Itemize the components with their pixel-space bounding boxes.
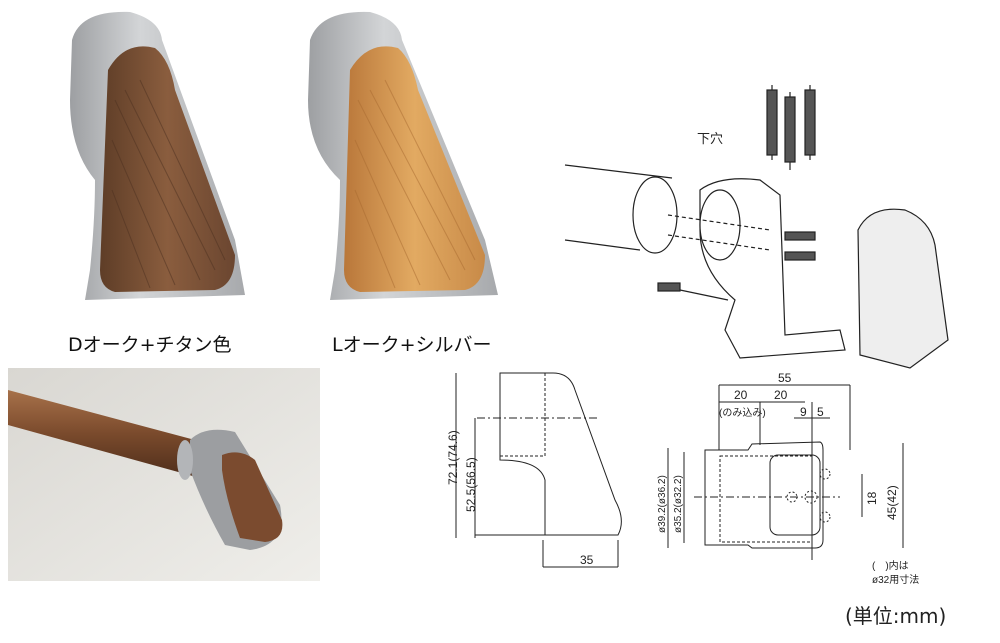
width-total-dim: 55 [778,371,792,385]
inner-diameter-dim: ø35.2(ø32.2) [673,475,684,533]
height-center-dim: 52.5(56.5) [464,457,478,512]
depth-dim: 35 [580,553,594,567]
plate-height-dim: 45(42) [885,485,899,520]
top-dimension-drawing [667,384,904,560]
product-l-label: Lオーク+シルバー [332,334,492,356]
note-line-2: ø32用寸法 [872,575,920,586]
unit-label: (単位:mm) [845,604,947,628]
side-dimension-drawing [455,372,622,568]
hole-spacing-dim: 18 [865,491,879,505]
note-line-1: ( )内は [872,561,909,572]
insert-note: (のみ込み) [719,408,766,419]
hole-offset-b-dim: 5 [817,405,824,419]
width-insert-dim: 20 [734,388,748,402]
installed-photo [8,368,320,581]
product-d-label: Dオーク+チタン色 [68,334,232,356]
product-l-oak-silver [308,11,498,300]
hole-offset-a-dim: 9 [800,405,807,419]
pilot-hole-label: 下穴 [697,132,724,147]
width-plate-dim: 20 [774,388,788,402]
outer-diameter-dim: ø39.2(ø36.2) [657,475,668,533]
height-total-dim: 72.1(74.6) [446,430,460,485]
exploded-view [564,85,949,369]
product-d-oak-titanium [70,11,245,300]
